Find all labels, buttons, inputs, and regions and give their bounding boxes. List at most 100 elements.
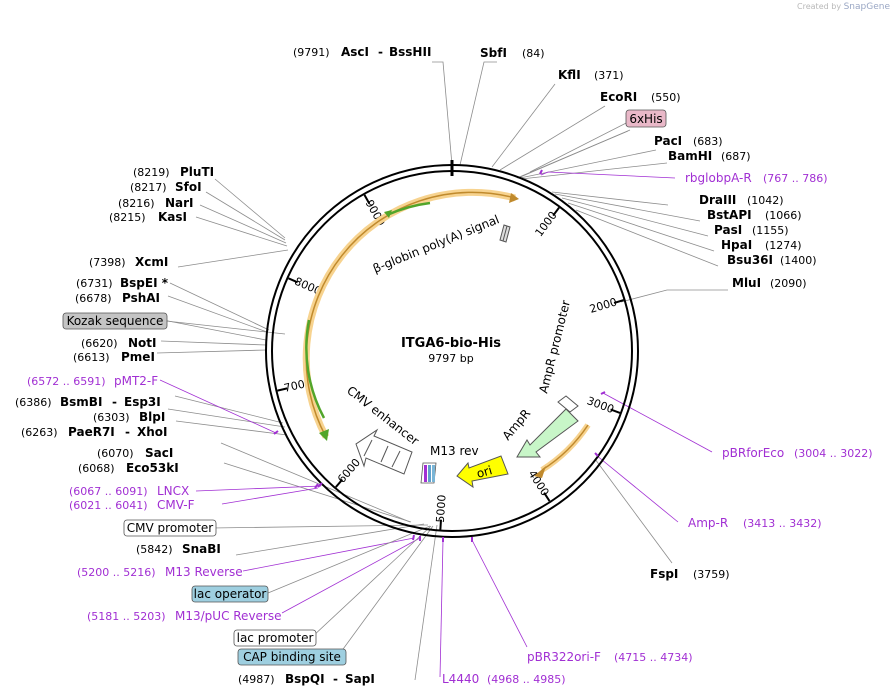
- box-kozak-label: Kozak sequence: [67, 314, 164, 328]
- primer-name-pBRforEco: pBRforEco: [722, 446, 784, 460]
- feature-label-ampR-promoter: AmpR promoter: [536, 299, 573, 395]
- tick-mark-7000: [277, 387, 288, 392]
- polyA-arrowhead: [509, 193, 519, 203]
- ampR-outer-arc-edge: [541, 424, 589, 471]
- plasmid-title-group: ITGA6-bio-His 9797 bp: [401, 336, 501, 365]
- site-pos-bamHI: (687): [721, 150, 751, 163]
- plasmid-backbone: [265, 160, 639, 538]
- green-arc-left: [305, 319, 326, 419]
- tick-mark-1000: [552, 206, 560, 217]
- site-sep-ascI: -: [378, 45, 383, 59]
- site-name-xhoI: XhoI: [137, 425, 168, 439]
- box-6xhis: 6xHis: [625, 109, 667, 128]
- site-name-sfoI: SfoI: [175, 180, 202, 194]
- credit-prefix: Created by: [797, 2, 842, 11]
- ampR-promoter-box: [557, 395, 579, 413]
- cmv-enhancer-arrow: [355, 428, 413, 475]
- site-pos-kflI: (371): [594, 69, 624, 82]
- box-leader-lines: [165, 117, 637, 657]
- tick-mark-5000: [439, 519, 443, 530]
- site-pos-eco53kI: (6068): [78, 462, 115, 475]
- site-name-draIII: DraIII: [699, 193, 736, 207]
- site-pos-bsu36I: (1400): [780, 254, 817, 267]
- primer-name-L4440: L4440: [442, 672, 479, 686]
- box-lac-promoter-label: lac promoter: [237, 631, 314, 645]
- site-pos-fspI: (3759): [693, 568, 730, 581]
- site-sep-paeR7I: -: [125, 425, 130, 439]
- site-name-pshAI: PshAI: [122, 291, 160, 305]
- tick-mark-3000: [610, 408, 621, 414]
- primer-name-pmt2-f: pMT2-F: [114, 374, 158, 388]
- tick-label-5000: 5000: [434, 494, 449, 523]
- site-name-bspEI: BspEI *: [120, 276, 169, 290]
- site-name-bamHI: BamHI: [668, 149, 712, 163]
- primer-range-rbglobpA-R: (767 .. 786): [763, 172, 828, 185]
- primer-ring-marks: [273, 169, 606, 542]
- site-pos-bspEI: (6731): [76, 277, 113, 290]
- primer-name-m13-puc-reverse: M13/pUC Reverse: [175, 609, 282, 623]
- primer-range-m13-reverse: (5200 .. 5216): [77, 566, 156, 579]
- site-name-mluI: MluI: [732, 276, 761, 290]
- primer-name-cmv-f: CMV-F: [157, 498, 195, 512]
- site-name-bspQI: BspQI: [285, 672, 325, 686]
- site-pos-mluI: (2090): [770, 277, 807, 290]
- site-name-hpaI: HpaI: [721, 238, 752, 252]
- site-sep-bspQI: -: [333, 672, 338, 686]
- beta-globin-polyA-arc-edge: [305, 191, 516, 438]
- site-name-pluTI: PluTI: [180, 165, 214, 179]
- site-name-pmeI: PmeI: [121, 350, 155, 364]
- ampR-cds-arrow: [516, 408, 579, 458]
- tick-label-6000: 6000: [335, 456, 363, 486]
- site-name-fspI: FspI: [650, 567, 678, 581]
- site-name-bsu36I: Bsu36I: [727, 253, 773, 267]
- site-pos-ascI: (9791): [293, 46, 330, 59]
- site-pos-sfoI: (8217): [130, 181, 167, 194]
- site-pos-notI: (6620): [81, 337, 118, 350]
- site-pos-sbfI: (84): [522, 47, 545, 60]
- box-6xhis-label: 6xHis: [629, 112, 662, 126]
- feature-label-polyA: β-globin poly(A) signal: [371, 212, 501, 276]
- site-pos-hpaI: (1274): [765, 239, 802, 252]
- site-name-ascI: AscI: [341, 45, 369, 59]
- box-cap-binding-site-label: CAP binding site: [243, 650, 341, 664]
- site-name-notI: NotI: [128, 336, 157, 350]
- primer-range-lncx: (6067 .. 6091): [69, 485, 148, 498]
- site-pos-snaBI: (5842): [136, 543, 173, 556]
- tick-label-2000: 2000: [588, 295, 619, 315]
- site-name-pacI: PacI: [654, 134, 682, 148]
- site-pos-pasI: (1155): [752, 224, 789, 237]
- primer-name-pBR322ori-F: pBR322ori-F: [527, 650, 601, 664]
- site-pos-ecoRI: (550): [651, 91, 681, 104]
- primer-name-amp-R: Amp-R: [688, 516, 728, 530]
- primer-range-cmv-f: (6021 .. 6041): [69, 499, 148, 512]
- primer-name-m13-reverse: M13 Reverse: [165, 565, 243, 579]
- site-name-sbfI: SbfI: [480, 46, 507, 60]
- site-pos-pacI: (683): [693, 135, 723, 148]
- site-name-blpI: BlpI: [139, 410, 165, 424]
- ori-arrow: [456, 455, 509, 489]
- site-pos-bspQI: (4987): [238, 673, 275, 686]
- boxed-feature-labels: 6xHis Kozak sequence CMV promoter lac op…: [62, 109, 667, 666]
- site-name-eco53kI: Eco53kI: [126, 461, 179, 475]
- tick-mark-4000: [543, 492, 551, 502]
- box-lac-operator: lac operator: [191, 585, 269, 603]
- primer-range-m13-puc-reverse: (5181 .. 5203): [87, 610, 166, 623]
- polyA-signal-marker: [499, 224, 511, 243]
- site-name-paeR7I: PaeR7I: [68, 425, 115, 439]
- tick-mark-6000: [335, 478, 344, 488]
- primer-range-amp-R: (3413 .. 3432): [743, 517, 822, 530]
- snapgene-credit: Created by SnapGene: [797, 2, 890, 12]
- primer-range-L4440: (4968 .. 4985): [487, 673, 566, 686]
- restriction-site-labels: (9791) AscI - BssHII SbfI (84) KflI (371…: [15, 45, 817, 686]
- site-name-bssHII: BssHII: [389, 45, 431, 59]
- primer-range-pmt2-f: (6572 .. 6591): [27, 375, 106, 388]
- feature-label-ori: ori: [475, 463, 494, 481]
- box-cmv-promoter: CMV promoter: [123, 519, 217, 537]
- tick-mark-8000: [288, 277, 298, 284]
- site-name-kasI: KasI: [158, 210, 187, 224]
- box-cap-binding-site: CAP binding site: [237, 648, 347, 666]
- site-pos-xcmI: (7398): [89, 256, 126, 269]
- primer-name-rbglobpA-R: rbglobpA-R: [685, 171, 752, 185]
- site-name-bstAPI: BstAPI: [707, 208, 752, 222]
